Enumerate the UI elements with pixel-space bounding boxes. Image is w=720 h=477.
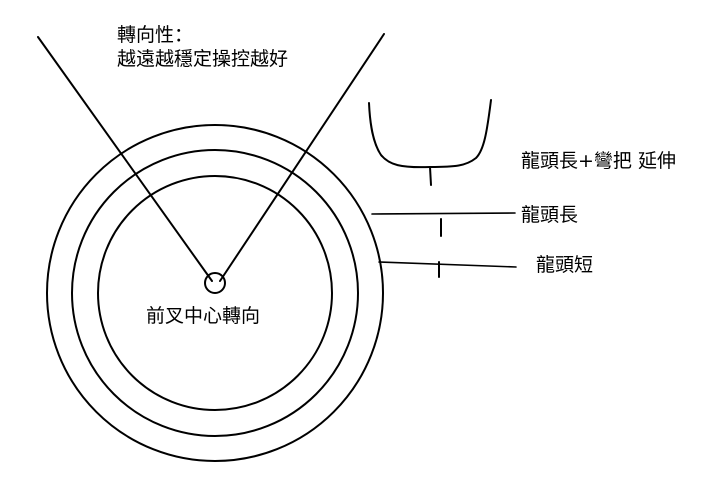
riser-bar-stem — [429, 166, 432, 186]
steering-annotation-line-2: 越遠越穩定操控越好 — [117, 47, 289, 70]
steering-annotation-title: 轉向性： 越遠越穩定操控越好 — [117, 24, 288, 72]
option-label-long-stem: 龍頭長 — [521, 204, 579, 226]
long-stem-line — [371, 212, 516, 215]
radius-circle-middle — [71, 149, 359, 437]
radius-circle-outer — [46, 124, 384, 462]
fork-center-circle — [204, 272, 226, 294]
option-label-short-stem: 龍頭短 — [536, 254, 594, 276]
steering-line-left — [37, 36, 213, 282]
fork-center-label: 前叉中心轉向 — [146, 305, 261, 327]
radius-circle-inner — [97, 175, 333, 411]
steering-annotation-line-1: 轉向性： — [117, 24, 194, 46]
short-stem-line — [378, 261, 517, 268]
option-label-long-stem-riser-bar: 龍頭長+彎把 延伸 — [521, 150, 676, 172]
riser-bar-shape — [368, 99, 492, 169]
steering-line-right — [219, 33, 385, 282]
